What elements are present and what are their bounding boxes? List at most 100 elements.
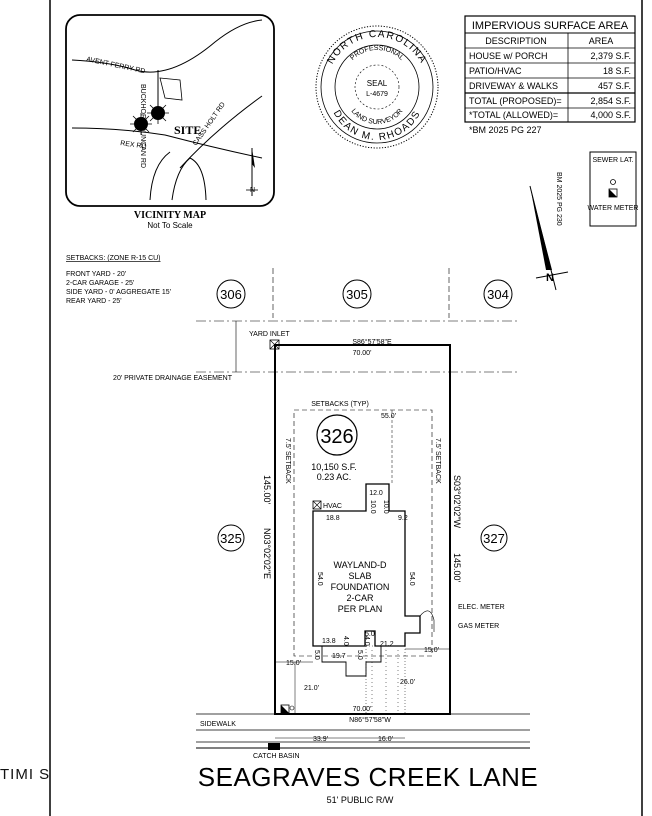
setback-line: FRONT YARD - 20' [66, 271, 126, 278]
site-marker-icon [130, 102, 169, 135]
lot-number: 306 [220, 287, 242, 302]
catch-basin-label: CATCH BASIN [253, 753, 300, 760]
dimension: 18.8 [326, 515, 340, 522]
side-setback-left: 7.5' SETBACK [284, 438, 291, 484]
street-name: SEAGRAVES CREEK LANE [198, 762, 538, 792]
elec-meter-label: ELEC. METER [458, 604, 505, 611]
dimension: 19.7 [332, 653, 346, 660]
table-cell: 457 S.F. [598, 81, 631, 91]
dimension: 4.0 [363, 636, 370, 646]
house-footprint [312, 483, 421, 647]
hvac-icon [312, 500, 322, 510]
dimension: 15.0' [424, 647, 439, 654]
dimension: 5.0 [356, 650, 363, 660]
dimension: 5.0 [365, 631, 375, 638]
north-ref: BM 2025 PG 230 [555, 172, 562, 226]
table-cell: DRIVEWAY & WALKS [469, 81, 558, 91]
dimension: 21.0' [304, 685, 319, 692]
dimension: 15.0' [286, 660, 301, 667]
vicinity-subtitle: Not To Scale [147, 221, 193, 230]
table-cell: 4,000 S.F. [590, 110, 631, 120]
house-detail: 2-CAR [346, 593, 374, 603]
subject-lot-number: 326 [320, 426, 353, 448]
right-bearing: S03°02'02"W [452, 475, 462, 529]
lot-number: 327 [483, 531, 505, 546]
streetscape: SIDEWALK 33.9' 16.0' CATCH BASIN SEAGRAV… [196, 713, 538, 805]
house-detail: FOUNDATION [331, 582, 390, 592]
dimension: 16.0' [378, 736, 393, 743]
table-cell: 2,854 S.F. [590, 96, 631, 106]
hvac-label: HVAC [323, 503, 342, 510]
dimension: 10.0 [382, 500, 389, 514]
dimension: 9.2 [398, 515, 408, 522]
site-label: SITE [174, 123, 201, 137]
front-bearing: N86°57'58"W [349, 716, 391, 724]
house-detail: PER PLAN [338, 604, 383, 614]
rear-distance: 70.00' [353, 350, 372, 357]
lot-area-ac: 0.23 AC. [317, 472, 352, 482]
lot-number: 325 [220, 531, 242, 546]
setbacks-note: SETBACKS: (ZONE R-15 CU) FRONT YARD - 20… [66, 255, 171, 305]
north-label: N [250, 187, 255, 194]
lot-number: 305 [346, 287, 368, 302]
dimension: 54.0 [408, 572, 415, 586]
dimension: 4.0 [342, 636, 349, 646]
lot-area-sf: 10,150 S.F. [311, 462, 357, 472]
impervious-table: IMPERVIOUS SURFACE AREA DESCRIPTION AREA… [464, 15, 636, 135]
impervious-note: *BM 2025 PG 227 [469, 125, 542, 135]
vicinity-north-arrow-icon [246, 148, 258, 196]
neighbor-lots: 306 305 304 325 327 [216, 268, 513, 552]
house-detail: SLAB [348, 571, 371, 581]
house-name: WAYLAND-D [333, 560, 387, 570]
table-header: AREA [589, 36, 614, 46]
dimension: 54.0 [316, 572, 323, 586]
table-cell: 18 S.F. [603, 66, 631, 76]
catch-basin-icon [268, 743, 280, 750]
table-cell: TOTAL (PROPOSED)= [469, 96, 562, 106]
dimension: 12.0 [369, 490, 383, 497]
setback-line: REAR YARD - 25' [66, 298, 122, 305]
dimension: 55.0' [381, 413, 396, 420]
dimension: 33.9' [313, 736, 328, 743]
setbacks-typ: SETBACKS (TYP) [311, 401, 369, 408]
sewer-cleanout-icon [610, 179, 616, 185]
dimension: 13.8 [322, 638, 336, 645]
north-arrow-icon: BM 2025 PG 230 N [529, 172, 569, 291]
sewer-cleanout-icon [289, 705, 295, 711]
road-label: REX RD [120, 140, 147, 151]
dimension: 26.0' [400, 679, 415, 686]
lot-number: 304 [487, 287, 509, 302]
left-bearing: N03°02'02"E [262, 528, 272, 579]
setbacks-title: SETBACKS: (ZONE R-15 CU) [66, 255, 161, 262]
table-cell: *TOTAL (ALLOWED)= [469, 110, 558, 120]
dimension: 5.0 [313, 650, 320, 660]
road-label: BUCKHORN DUNCAN RD [139, 84, 146, 168]
side-setback-right: 7.5' SETBACK [434, 438, 441, 484]
rear-bearing: S86°57'58"E [352, 338, 392, 346]
setback-line: 2-CAR GARAGE - 25' [66, 280, 134, 287]
table-cell: HOUSE w/ PORCH [469, 51, 548, 61]
subject-lot: YARD INLET 20' PRIVATE DRAINAGE EASEMENT… [113, 320, 520, 724]
setback-line: SIDE YARD - 0' AGGREGATE 15' [66, 289, 171, 296]
right-distance: 145.00' [452, 553, 462, 583]
utility-legend: SEWER LAT. WATER METER [588, 151, 639, 227]
dimension: 10.0 [369, 500, 376, 514]
vicinity-title: VICINITY MAP [134, 210, 206, 221]
seal-center: SEAL [367, 79, 388, 88]
seal-license: L-4679 [366, 91, 388, 98]
left-distance: 145.00' [262, 475, 272, 505]
table-header: DESCRIPTION [485, 36, 547, 46]
yard-inlet-label: YARD INLET [249, 331, 290, 338]
dimension: 21.2 [380, 641, 394, 648]
water-label: WATER METER [588, 205, 639, 212]
sewer-label: SEWER LAT. [592, 157, 633, 164]
sidewalk-label: SIDEWALK [200, 721, 236, 728]
north-arrow-label: N [546, 272, 554, 284]
watermark: TIMI S [0, 766, 51, 783]
street-rw: 51' PUBLIC R/W [327, 795, 394, 805]
table-cell: 2,379 S.F. [590, 51, 631, 61]
gas-meter-label: GAS METER [458, 623, 499, 630]
table-cell: PATIO/HVAC [469, 66, 522, 76]
impervious-title: IMPERVIOUS SURFACE AREA [472, 20, 629, 32]
